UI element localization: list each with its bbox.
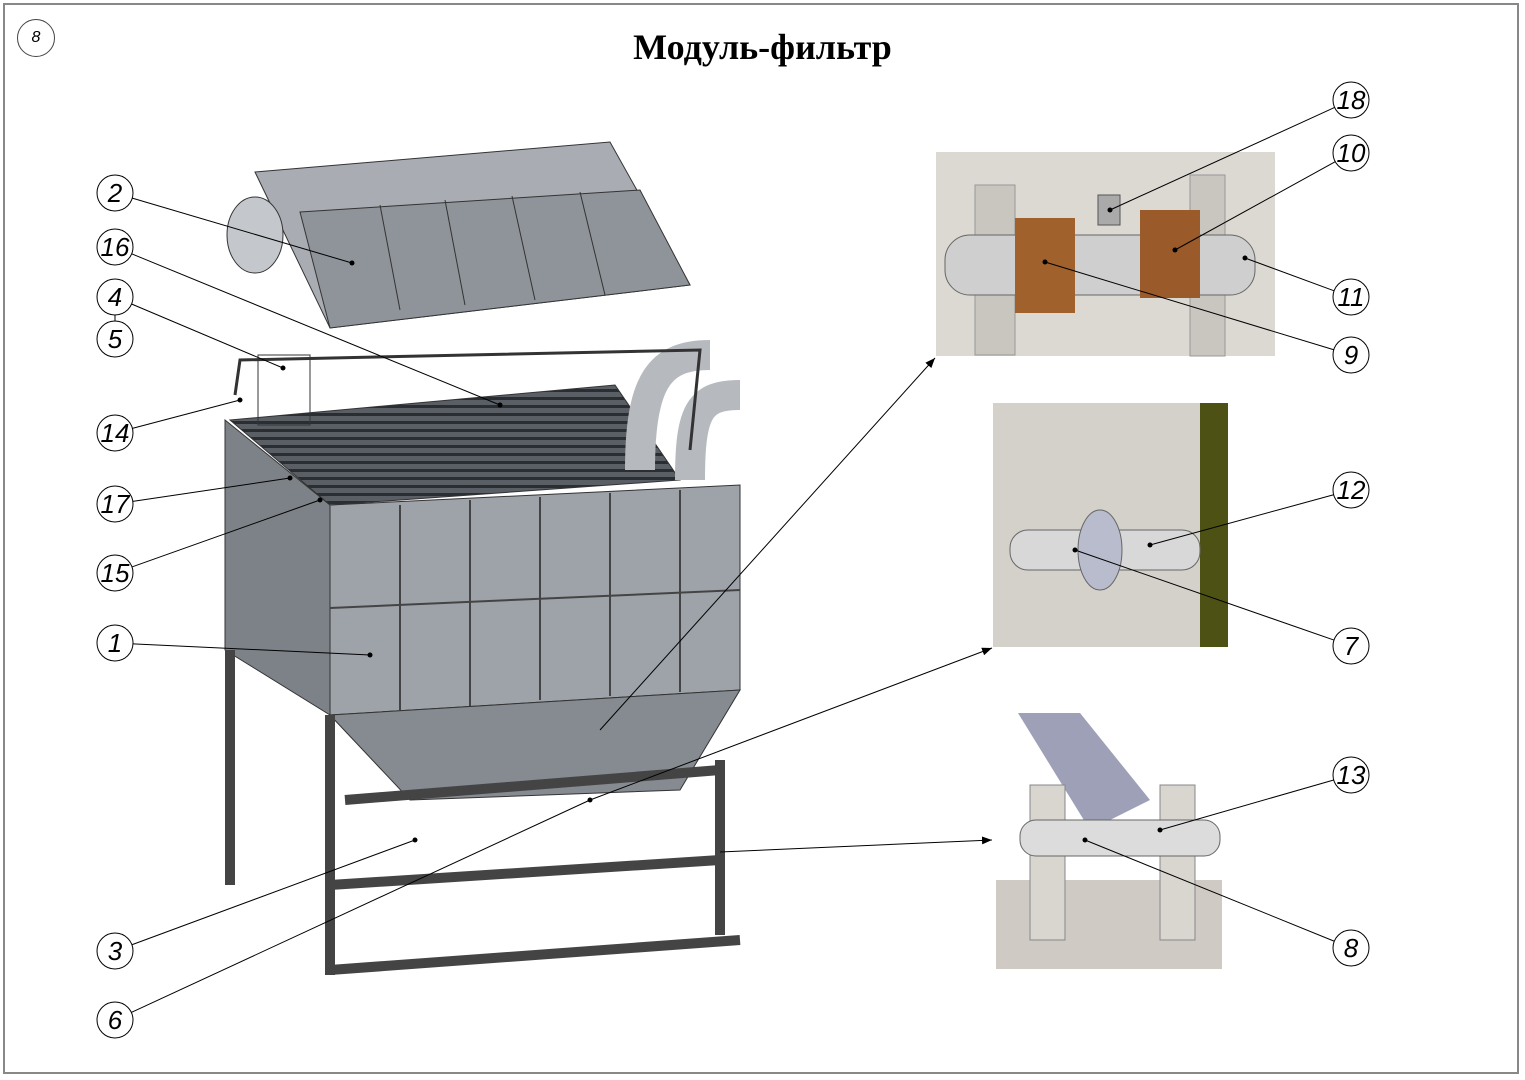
leader-dot (1242, 255, 1248, 261)
leader-dot (587, 797, 593, 803)
leader-line (131, 253, 501, 406)
callout-8: 8 (1082, 837, 1370, 967)
callout-number: 13 (1337, 760, 1366, 790)
callout-circle (96, 1001, 134, 1039)
callout-11: 11 (1242, 255, 1370, 316)
leader-line (131, 839, 416, 946)
leader-line (1174, 161, 1336, 251)
callout-number: 8 (1344, 933, 1359, 963)
callout-circle (1332, 278, 1370, 316)
callout-3: 3 (96, 837, 418, 970)
callout-number: 2 (107, 178, 123, 208)
callout-13: 13 (1157, 756, 1370, 833)
callout-6: 6 (96, 797, 593, 1039)
callout-number: 7 (1344, 631, 1360, 661)
callout-15: 15 (96, 497, 323, 592)
leader-dot (1072, 547, 1078, 553)
callout-number: 9 (1344, 340, 1358, 370)
callout-number: 15 (101, 558, 130, 588)
leader-line (1244, 257, 1335, 292)
sheet-frame (3, 3, 1519, 1074)
callout-circle (1332, 81, 1370, 119)
leader-line (1149, 494, 1334, 546)
leader-line (132, 399, 241, 429)
leader-dot (1172, 247, 1178, 253)
callout-14: 14 (96, 397, 243, 452)
callout-9: 9 (1042, 259, 1370, 374)
leader-line (1084, 839, 1335, 942)
leader-line (131, 499, 321, 568)
callout-number: 1 (108, 628, 122, 658)
leader-line (1074, 549, 1335, 641)
callout-16: 16 (96, 228, 503, 408)
callout-18: 18 (1107, 81, 1370, 213)
leader-line (1044, 261, 1334, 351)
leader-dot (1082, 837, 1088, 843)
callout-circle (1332, 929, 1370, 967)
leader-line (132, 197, 353, 264)
callout-number: 16 (101, 232, 130, 262)
leader-dot (1107, 207, 1113, 213)
callout-2: 2 (96, 174, 355, 266)
callout-number: 3 (108, 936, 123, 966)
detail-arrows (589, 357, 993, 853)
callout-number: 6 (108, 1005, 123, 1035)
callout-circle (96, 228, 134, 266)
leader-line (131, 799, 591, 1013)
detail-view-1 (936, 152, 1275, 357)
callout-number: 18 (1337, 85, 1366, 115)
callout-number: 11 (1338, 282, 1365, 312)
callout-circle (96, 624, 134, 662)
callout-circle (96, 485, 134, 523)
callout-5: 5 (96, 320, 134, 358)
leader-line (132, 643, 371, 656)
callout-circle (1332, 336, 1370, 374)
callout-circle (96, 932, 134, 970)
leader-dot (1042, 259, 1048, 265)
callout-4: 4 (96, 278, 286, 371)
callout-circle (96, 174, 134, 212)
detail-view-3 (996, 713, 1222, 969)
drawing-title: Модуль-фильтр (633, 27, 892, 67)
filter-lid (226, 141, 691, 329)
sheet-number: 8 (17, 19, 55, 57)
callout-17: 17 (96, 475, 293, 523)
callout-7: 7 (1072, 547, 1370, 665)
leader-dot (367, 652, 373, 658)
callout-circle (1332, 756, 1370, 794)
leader-line (1109, 107, 1335, 211)
leader-dot (1157, 827, 1163, 833)
callout-number: 5 (108, 324, 123, 354)
callout-1: 1 (96, 624, 373, 662)
leader-line (1159, 779, 1334, 831)
detail-view-2 (993, 403, 1228, 647)
leader-dot (497, 402, 503, 408)
leader-line (131, 303, 284, 369)
leader-dot (237, 397, 243, 403)
leader-dot (412, 837, 418, 843)
callout-circle (1332, 627, 1370, 665)
leader-dot (317, 497, 323, 503)
callout-circle (1332, 471, 1370, 509)
callout-number: 17 (101, 489, 131, 519)
callout-circle (96, 554, 134, 592)
callout-number: 4 (108, 282, 122, 312)
leader-line (132, 477, 291, 502)
callout-number: 12 (1337, 475, 1366, 505)
leader-dot (1147, 542, 1153, 548)
callout-10: 10 (1172, 134, 1370, 253)
filter-body (224, 340, 741, 801)
leader-dot (349, 260, 355, 266)
callout-circle (96, 414, 134, 452)
leader-dot (280, 365, 286, 371)
callout-number: 14 (101, 418, 130, 448)
callout-12: 12 (1147, 471, 1370, 548)
callout-number: 10 (1337, 138, 1366, 168)
callout-circle (1332, 134, 1370, 172)
leader-dot (287, 475, 293, 481)
